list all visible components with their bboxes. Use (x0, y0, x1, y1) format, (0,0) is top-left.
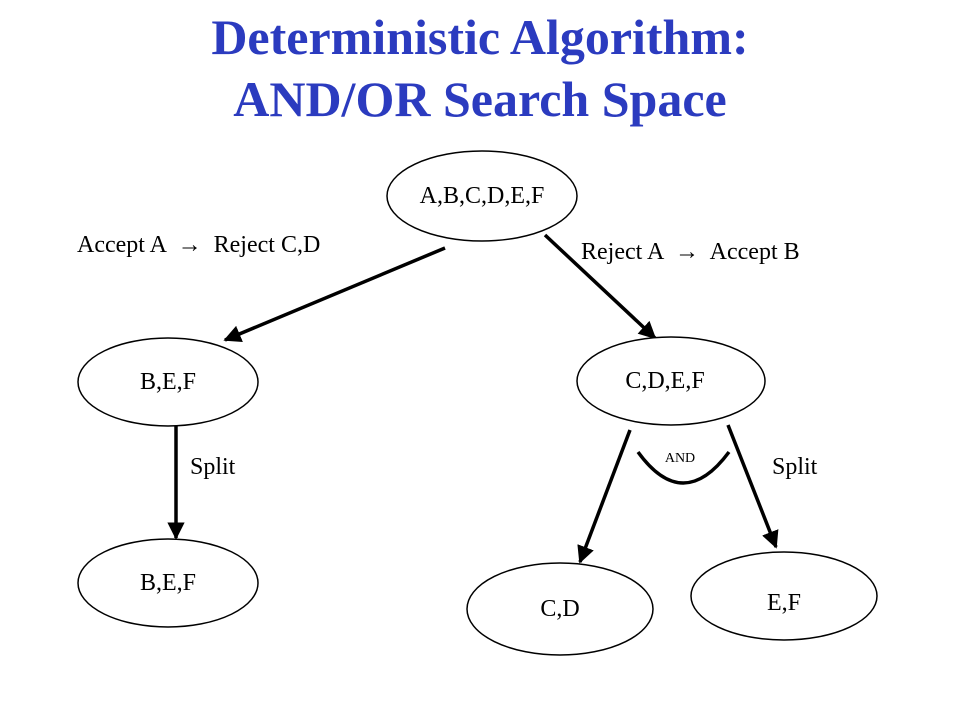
split-left-label: Split (190, 454, 236, 480)
reject-arrow-icon: → (675, 239, 699, 265)
title-line-1: Deterministic Algorithm: (211, 9, 749, 65)
node-left-label: B,E,F (140, 369, 196, 395)
edge-right-to-cd (577, 429, 632, 564)
node-ef-label: E,F (767, 590, 801, 616)
edge-right-to-ef (726, 424, 779, 549)
edge-root-to-left (223, 246, 446, 342)
node-right-label: C,D,E,F (625, 368, 704, 394)
node-left: B,E,F (77, 337, 259, 427)
node-left-child: B,E,F (77, 538, 259, 628)
title-line-2: AND/OR Search Space (233, 71, 727, 127)
split-right-label: Split (772, 454, 818, 480)
node-cd-label: C,D (540, 596, 579, 622)
edge-root-to-right (543, 233, 657, 340)
node-root: A,B,C,D,E,F (386, 150, 578, 242)
node-cd: C,D (466, 562, 654, 656)
accept-arrow-icon: → (178, 232, 202, 258)
reject-label: Reject A → Accept B (581, 239, 800, 265)
slide-title: Deterministic Algorithm: AND/OR Search S… (0, 6, 960, 130)
reject-label-left: Reject A (581, 239, 665, 265)
node-left-child-label: B,E,F (140, 570, 196, 596)
reject-label-right: Accept B (710, 239, 800, 265)
and-arc (636, 450, 731, 485)
node-right: C,D,E,F (576, 336, 766, 426)
accept-label-left: Accept A (77, 232, 168, 258)
accept-label: Accept A → Reject C,D (77, 232, 320, 258)
accept-label-right: Reject C,D (214, 232, 321, 258)
and-label: AND (665, 451, 695, 466)
node-ef: E,F (690, 551, 878, 641)
node-root-label: A,B,C,D,E,F (420, 183, 545, 209)
